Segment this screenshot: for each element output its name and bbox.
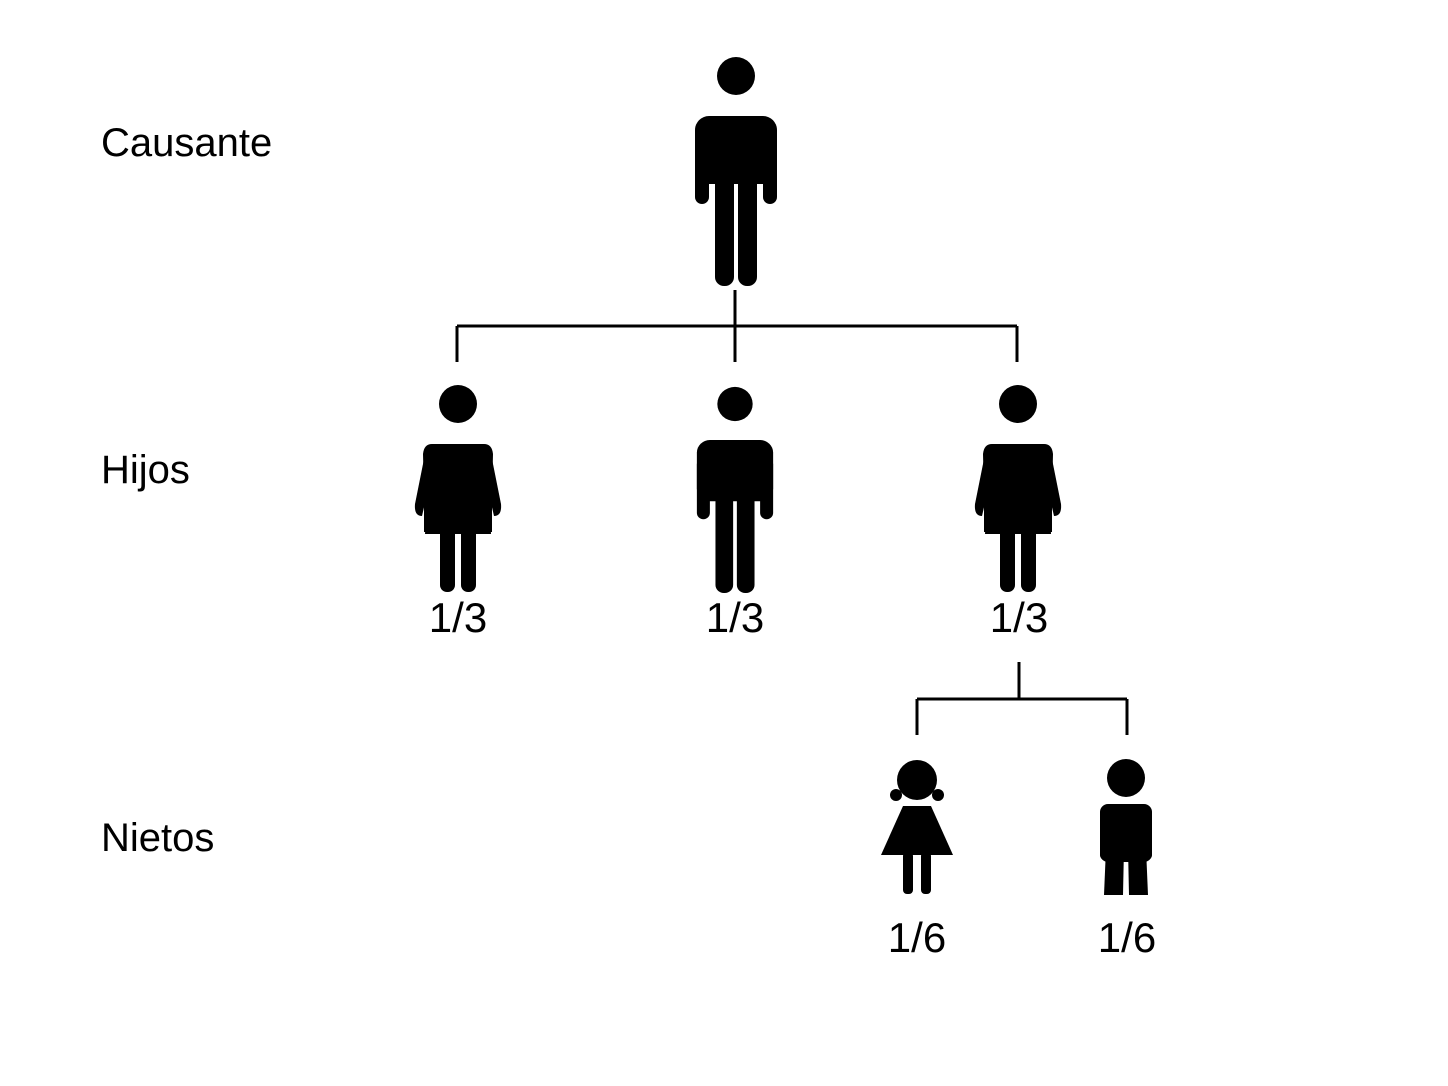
connector-hija-nietos (915, 662, 1129, 735)
share-nieta: 1/6 (887, 914, 947, 961)
share-hija-1: 1/3 (428, 594, 488, 641)
hijo-man-icon (696, 386, 774, 593)
level-label-causante: Causante (101, 121, 273, 165)
nieta-girl-icon (881, 760, 953, 894)
level-label-hijos: Hijos (101, 448, 190, 492)
share-hijo: 1/3 (705, 594, 765, 641)
share-hija-2: 1/3 (989, 594, 1049, 641)
connector-causante-hijos (455, 290, 1019, 362)
nieto-boy-icon (1100, 759, 1152, 895)
causante-man-icon (695, 57, 777, 286)
hija-2-woman-icon (974, 385, 1062, 592)
level-label-nietos: Nietos (101, 816, 215, 860)
share-nieto: 1/6 (1097, 914, 1157, 961)
hija-1-woman-icon (414, 385, 502, 592)
